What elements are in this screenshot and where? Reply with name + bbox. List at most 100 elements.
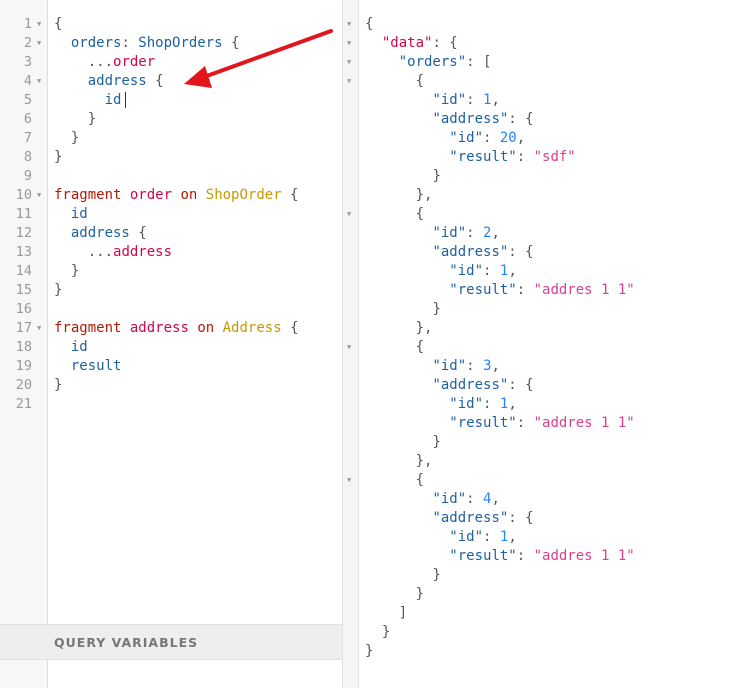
line-number: 2 (23, 35, 32, 51)
result-token: "result" (449, 282, 517, 298)
result-line: { (365, 338, 424, 357)
result-token: "id" (432, 92, 467, 108)
result-token: : (483, 529, 500, 545)
result-token: "data" (381, 35, 433, 51)
line-number: 12 (15, 225, 32, 241)
editor-line: } (54, 376, 62, 395)
arrow-shaft (202, 29, 333, 79)
result-token: "addres 1 1" (533, 282, 635, 298)
pane-divider[interactable] (342, 0, 359, 688)
line-number: 11 (15, 206, 32, 222)
query-editor[interactable]: { orders: ShopOrders { ...order address … (0, 0, 342, 688)
result-line: "address": { (365, 509, 533, 528)
result-line: "address": { (365, 243, 533, 262)
result-token: 3 (483, 358, 492, 374)
result-token: , (491, 92, 500, 108)
result-token: : (516, 282, 534, 298)
result-token: { (415, 472, 425, 488)
fold-toggle-icon[interactable]: ▼ (347, 20, 352, 28)
editor-token: } (70, 130, 80, 146)
result-token: "orders" (398, 54, 467, 70)
fold-toggle-icon[interactable]: ▼ (37, 20, 42, 28)
editor-token: Address (222, 320, 282, 336)
result-token: }, (415, 187, 433, 203)
result-token: 1 (499, 263, 509, 279)
editor-token: { (146, 73, 164, 89)
fold-toggle-icon[interactable]: ▼ (37, 324, 42, 332)
result-token: { (365, 16, 374, 32)
result-token: "id" (432, 358, 467, 374)
editor-line: fragment order on ShopOrder { (54, 186, 298, 205)
line-number: 17 (15, 320, 32, 336)
editor-line: id (54, 91, 122, 110)
editor-token: : (121, 35, 139, 51)
result-token: "address" (432, 377, 509, 393)
result-token: , (491, 225, 500, 241)
result-token: : (516, 548, 534, 564)
result-token: { (415, 73, 425, 89)
editor-line: } (54, 281, 62, 300)
result-token: 1 (499, 396, 509, 412)
editor-token: id (70, 339, 88, 355)
editor-token: address (87, 73, 147, 89)
fold-toggle-icon[interactable]: ▼ (37, 191, 42, 199)
query-variables-bar[interactable]: QUERY VARIABLES (0, 624, 342, 660)
result-token: }, (415, 453, 433, 469)
line-number: 18 (15, 339, 32, 355)
editor-line: } (54, 148, 62, 167)
result-token: : { (508, 377, 534, 393)
result-token: { (415, 206, 425, 222)
line-number: 10 (15, 187, 32, 203)
result-token: , (508, 396, 517, 412)
result-line: } (365, 642, 373, 661)
editor-line: } (54, 129, 79, 148)
editor-token: ShopOrders (138, 35, 223, 51)
result-token: "result" (449, 548, 517, 564)
result-token: : (483, 130, 500, 146)
result-token: ] (398, 605, 408, 621)
result-line: { (365, 72, 424, 91)
result-token: } (432, 567, 441, 583)
result-line: "id": 1, (365, 262, 516, 281)
editor-line: } (54, 262, 79, 281)
result-line: { (365, 205, 424, 224)
editor-line: } (54, 110, 96, 129)
line-number: 5 (23, 92, 32, 108)
result-line: ] (365, 604, 407, 623)
fold-toggle-icon[interactable]: ▼ (347, 58, 352, 66)
result-line: } (365, 300, 440, 319)
result-token: : (466, 92, 484, 108)
editor-token: { (129, 225, 147, 241)
result-token: "address" (432, 111, 509, 127)
result-token: } (432, 168, 441, 184)
result-token: : [ (466, 54, 492, 70)
result-token: : (516, 415, 534, 431)
editor-token: ShopOrder (205, 187, 282, 203)
result-token: "address" (432, 244, 509, 260)
result-token: "addres 1 1" (533, 548, 635, 564)
fold-toggle-icon[interactable]: ▼ (347, 39, 352, 47)
result-line: } (365, 167, 441, 186)
editor-line: orders: ShopOrders { (54, 34, 240, 53)
fold-toggle-icon[interactable]: ▼ (37, 77, 42, 85)
line-number: 14 (15, 263, 32, 279)
result-token: : (466, 491, 484, 507)
result-line: "result": "addres 1 1" (365, 547, 635, 566)
result-line: } (365, 623, 390, 642)
result-token: "id" (449, 529, 484, 545)
fold-toggle-icon[interactable]: ▼ (347, 77, 352, 85)
fold-toggle-icon[interactable]: ▼ (347, 476, 352, 484)
result-token: } (432, 434, 441, 450)
fold-toggle-icon[interactable]: ▼ (347, 343, 352, 351)
editor-line: { (54, 15, 62, 34)
query-variables-label: QUERY VARIABLES (54, 635, 199, 650)
line-number: 1 (23, 16, 32, 32)
fold-toggle-icon[interactable]: ▼ (347, 210, 352, 218)
result-line: "result": "sdf" (365, 148, 575, 167)
result-line: "id": 2, (365, 224, 500, 243)
editor-token: order (129, 187, 173, 203)
result-line: "id": 4, (365, 490, 499, 509)
fold-toggle-icon[interactable]: ▼ (37, 39, 42, 47)
line-number: 8 (23, 149, 32, 165)
